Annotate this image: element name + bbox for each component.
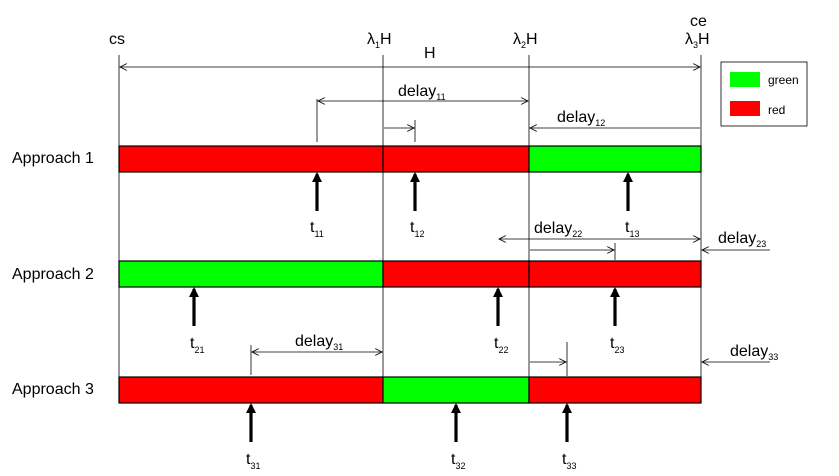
approach-1-phase-1 bbox=[118, 145, 384, 173]
t22-label: t22 bbox=[494, 335, 508, 355]
delay11-label: delay11 bbox=[398, 83, 446, 102]
delay31-label: delay31 bbox=[295, 333, 343, 352]
approach-3-phase-3 bbox=[528, 376, 702, 404]
t12-label: t12 bbox=[410, 219, 424, 239]
approach-2-label: Approach 2 bbox=[12, 266, 94, 283]
approach-2-phase-3 bbox=[528, 260, 702, 288]
t23-label: t23 bbox=[610, 335, 624, 355]
delay22-label: delay22 bbox=[534, 220, 582, 239]
h-label: H bbox=[424, 45, 436, 62]
legend: green red bbox=[720, 61, 808, 127]
approach-3-phase-1 bbox=[118, 376, 384, 404]
approach-2-phase-1 bbox=[118, 260, 384, 288]
legend-green-label: green bbox=[768, 73, 799, 87]
lambda1-label: λ1H bbox=[367, 31, 392, 50]
approach-1-phase-2 bbox=[382, 145, 530, 173]
approach-1-label: Approach 1 bbox=[12, 150, 94, 167]
approach-3-label: Approach 3 bbox=[12, 381, 94, 398]
delay33-label: delay33 bbox=[730, 343, 778, 362]
approach-1-row: Approach 1 bbox=[12, 145, 702, 173]
lambda3-label: λ3H bbox=[685, 31, 710, 50]
approach-3-phase-2 bbox=[382, 376, 530, 404]
t13-label: t13 bbox=[625, 219, 639, 239]
t33-label: t33 bbox=[562, 451, 576, 471]
ce-label: ce bbox=[690, 13, 707, 30]
approach-3-row: Approach 3 bbox=[12, 376, 702, 404]
legend-green-swatch bbox=[730, 72, 760, 87]
reference-lines bbox=[118, 55, 702, 380]
legend-red-label: red bbox=[768, 103, 785, 117]
legend-red-swatch bbox=[730, 101, 760, 116]
t21-label: t21 bbox=[190, 335, 204, 355]
lambda2-label: λ2H bbox=[513, 31, 538, 50]
approach-1-phase-3 bbox=[528, 145, 702, 173]
t32-label: t32 bbox=[451, 451, 465, 471]
t11-label: t11 bbox=[310, 219, 324, 239]
delay23-label: delay23 bbox=[718, 230, 766, 249]
cs-label: cs bbox=[109, 31, 125, 48]
arrival-arrows bbox=[189, 172, 633, 442]
delay12-label: delay12 bbox=[557, 109, 605, 128]
approach-2-phase-2 bbox=[382, 260, 530, 288]
legend-box bbox=[720, 61, 808, 127]
approach-2-row: Approach 2 bbox=[12, 260, 702, 288]
t31-label: t31 bbox=[246, 451, 260, 471]
